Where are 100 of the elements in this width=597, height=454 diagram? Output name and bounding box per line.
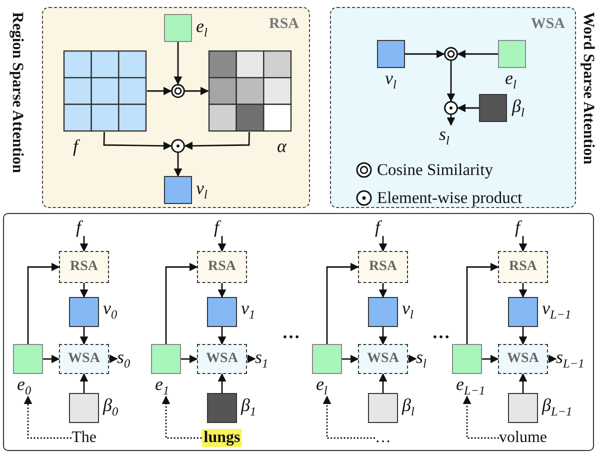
arrow (482, 354, 499, 364)
arrow (378, 373, 388, 393)
element-wise-product-operator (171, 139, 185, 153)
word-label: volume (499, 429, 547, 447)
math-label: v$_{1}$ (241, 299, 256, 321)
visual-feature-square (377, 40, 405, 68)
module-label: WSA (206, 351, 238, 367)
arrow (247, 354, 256, 364)
embedding-square (498, 40, 526, 68)
arrow (457, 50, 498, 58)
arrow (174, 153, 182, 177)
arrow (446, 61, 456, 102)
arrow (457, 104, 479, 112)
arrow (446, 115, 456, 126)
arrow (27, 262, 60, 344)
arrow (181, 354, 198, 364)
wsa-module-box (59, 344, 109, 374)
math-label: f (515, 218, 523, 236)
cosine-similarity-operator (444, 47, 458, 61)
math-label: s$_{l}$ (416, 348, 426, 370)
module-label: WSA (507, 351, 539, 367)
dotted-arrow (24, 396, 72, 439)
arrow (518, 327, 528, 345)
module-label: WSA (68, 351, 100, 367)
math-label: s$_{0}$ (117, 348, 130, 370)
visual-feature-square (164, 176, 192, 204)
arrow (518, 373, 528, 393)
cosine-similarity-operator (171, 84, 185, 98)
math-label: v$_{l}$ (385, 69, 396, 91)
arrow (80, 283, 88, 298)
arrow (218, 236, 226, 252)
embedding-square (312, 344, 342, 374)
math-label: v$_{0}$ (103, 299, 118, 321)
panel-heading: WSA (530, 16, 565, 33)
math-label: α (277, 137, 286, 155)
math-label: v$_{l}$ (196, 179, 208, 201)
visual-feature-square (69, 297, 99, 327)
visual-feature-square (368, 297, 398, 327)
arrow (378, 283, 388, 298)
arrow (405, 50, 445, 58)
weight-square (508, 393, 538, 423)
visual-feature-square (207, 297, 237, 327)
arrow (165, 262, 198, 344)
arrow (218, 283, 226, 298)
arrow (378, 327, 388, 345)
rsa-module-box (197, 251, 247, 283)
arrow (185, 86, 209, 96)
embedding-square (452, 344, 482, 374)
wsa-module-box (498, 344, 548, 374)
arrow (103, 132, 172, 150)
arrow (218, 327, 226, 345)
arrow (466, 262, 499, 344)
arrow (342, 354, 359, 364)
embedding-square (13, 344, 43, 374)
math-label: f (76, 218, 84, 236)
module-label: RSA (70, 259, 98, 275)
math-label: β$_{l}$ (402, 396, 414, 418)
math-label: β$_{1}$ (241, 396, 256, 418)
module-label: WSA (367, 351, 399, 367)
rsa-module-box (358, 251, 408, 283)
word-label: lungs (202, 429, 242, 447)
wsa-module-box (197, 344, 247, 374)
rsa-panel (42, 7, 310, 208)
arrow (43, 354, 60, 364)
math-label: s$_{1}$ (255, 348, 268, 370)
math-label: β$_{0}$ (103, 396, 118, 418)
weight-square (479, 94, 507, 122)
arrow (408, 354, 417, 364)
dotted-arrow (322, 396, 375, 439)
math-label: e$_{l}$ (196, 17, 208, 39)
wsa-panel (330, 7, 576, 208)
dotted-arrow (162, 396, 202, 439)
arrow (147, 86, 172, 96)
module-label: RSA (208, 259, 236, 275)
arrow (378, 236, 388, 252)
arrow (518, 236, 528, 252)
embedding-square (151, 344, 181, 374)
math-label: s$_{l}$ (439, 125, 450, 147)
feature-map-grid (63, 50, 147, 132)
math-label: f (375, 218, 383, 236)
arrow (80, 327, 88, 345)
math-label: v$_{L−1}$ (542, 299, 572, 321)
arrow (184, 132, 250, 150)
panel-heading: RSA (268, 16, 299, 33)
weight-square (207, 393, 237, 423)
element-wise-product-operator (444, 101, 458, 115)
arrow (80, 236, 88, 252)
weight-square (69, 393, 99, 423)
math-label: β$_{l}$ (512, 97, 524, 119)
arrow (518, 283, 528, 298)
math-label: f (73, 137, 78, 155)
arrow (174, 42, 182, 85)
math-label: v$_{l}$ (402, 299, 414, 321)
embedding-square (164, 14, 192, 42)
legend-label: Cosine Similarity (377, 160, 493, 180)
rsa-module-box (59, 251, 109, 283)
sequence-panel (3, 213, 594, 451)
arrow (548, 354, 557, 364)
math-label: β$_{L−1}$ (542, 396, 572, 418)
wsa-module-box (358, 344, 408, 374)
